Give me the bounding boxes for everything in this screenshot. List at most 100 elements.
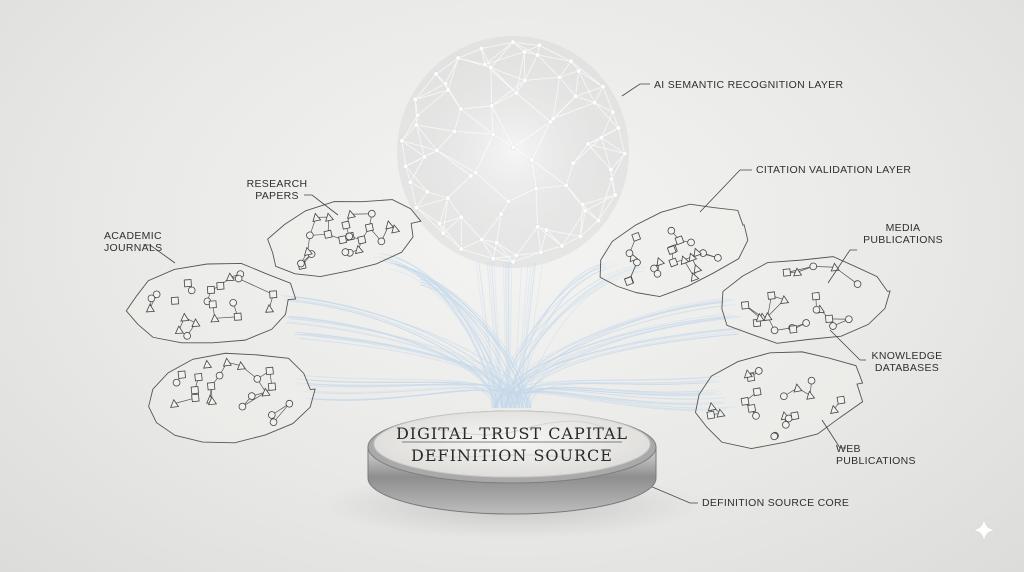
cluster-node bbox=[183, 279, 192, 288]
sphere-node bbox=[490, 131, 496, 138]
cluster-node bbox=[830, 404, 840, 414]
cluster-node bbox=[170, 398, 180, 408]
cluster-node bbox=[829, 322, 837, 330]
cluster-node bbox=[304, 246, 313, 257]
sphere-node bbox=[433, 71, 439, 77]
cluster-node bbox=[809, 262, 818, 271]
cluster-node bbox=[172, 378, 181, 387]
sphere-node bbox=[510, 39, 516, 45]
sphere-node bbox=[436, 220, 443, 227]
cluster-node bbox=[631, 231, 642, 242]
cluster-node bbox=[368, 209, 376, 218]
sphere-node bbox=[434, 147, 440, 154]
cluster-node bbox=[752, 387, 762, 397]
sphere-node bbox=[414, 112, 421, 119]
sphere-node bbox=[442, 80, 449, 87]
sphere-node bbox=[580, 201, 586, 208]
cluster-node bbox=[782, 268, 792, 277]
cluster-node bbox=[265, 366, 274, 376]
label-ai-semantic-recognition-layer: AI SEMANTIC RECOGNITION LAYER bbox=[654, 79, 844, 91]
sphere-node bbox=[608, 176, 615, 182]
sphere-node bbox=[570, 160, 576, 166]
cluster-knowledge-databases bbox=[694, 351, 864, 450]
cluster-node bbox=[667, 226, 676, 235]
data-streams bbox=[280, 253, 746, 412]
sphere-node bbox=[568, 58, 574, 64]
sphere-node bbox=[451, 128, 458, 134]
label-media-publications: MEDIA PUBLICATIONS bbox=[863, 222, 943, 246]
sphere-node bbox=[468, 173, 474, 179]
cluster-node bbox=[754, 367, 763, 375]
cluster-node bbox=[180, 312, 190, 322]
sphere-node bbox=[529, 157, 535, 163]
ai-sphere bbox=[397, 36, 629, 268]
cluster-node bbox=[229, 298, 237, 307]
cluster-node bbox=[261, 387, 271, 397]
cluster-node bbox=[190, 385, 200, 395]
cluster-node bbox=[238, 402, 247, 411]
cluster-node bbox=[269, 418, 278, 427]
cluster-node bbox=[706, 410, 716, 420]
label-citation-validation-layer: CITATION VALIDATION LAYER bbox=[756, 164, 912, 176]
sphere-node bbox=[413, 205, 420, 211]
sphere-node bbox=[455, 55, 461, 61]
cluster-node bbox=[152, 290, 161, 299]
sphere-node bbox=[458, 214, 464, 220]
sphere-node bbox=[543, 227, 550, 233]
sphere-node bbox=[612, 192, 618, 198]
sphere-node bbox=[610, 109, 616, 115]
sphere-node bbox=[490, 255, 496, 262]
sphere-node bbox=[505, 198, 511, 204]
cluster-node bbox=[802, 319, 810, 327]
cluster-node bbox=[325, 212, 335, 222]
cluster-node bbox=[147, 294, 156, 303]
sphere-node bbox=[556, 74, 563, 80]
cluster-node bbox=[174, 325, 184, 335]
sphere-node bbox=[608, 166, 614, 173]
cluster-node bbox=[225, 272, 235, 282]
pedestal bbox=[322, 410, 702, 539]
cluster-node bbox=[811, 292, 821, 301]
sphere-node bbox=[582, 208, 588, 214]
cluster-node bbox=[763, 311, 773, 321]
sphere-node bbox=[510, 259, 516, 265]
cluster-node bbox=[297, 259, 305, 268]
cluster-node bbox=[216, 281, 225, 290]
cluster-node bbox=[264, 303, 275, 313]
sphere-node bbox=[399, 138, 405, 144]
cluster-node bbox=[236, 361, 246, 371]
sphere-node bbox=[536, 42, 543, 49]
leader-lines bbox=[143, 83, 866, 504]
cluster-node bbox=[747, 403, 757, 413]
cluster-node bbox=[853, 280, 862, 288]
cluster-node bbox=[668, 257, 679, 268]
sphere-node bbox=[615, 125, 622, 131]
sphere-node bbox=[521, 49, 528, 55]
sphere-node bbox=[595, 217, 602, 224]
cluster-node bbox=[194, 373, 203, 382]
cluster-node bbox=[656, 256, 666, 267]
label-definition-source-core: DEFINITION SOURCE CORE bbox=[702, 497, 850, 509]
sphere-node bbox=[559, 243, 565, 249]
sphere-node bbox=[577, 233, 583, 239]
label-web-publications: WEB PUBLICATIONS bbox=[836, 443, 916, 467]
cluster-node bbox=[312, 212, 322, 222]
cluster-node bbox=[674, 235, 685, 246]
pedestal-title-line-1: DIGITAL TRUST CAPITAL bbox=[395, 424, 629, 443]
cluster-node bbox=[391, 224, 401, 234]
sphere-node bbox=[600, 84, 606, 90]
cluster-node bbox=[306, 231, 314, 240]
sphere-node bbox=[513, 90, 520, 96]
cluster-node bbox=[206, 381, 216, 391]
sphere-node bbox=[585, 141, 591, 147]
sphere-node bbox=[440, 230, 446, 236]
sphere-node bbox=[473, 170, 479, 176]
cluster-node bbox=[688, 252, 698, 263]
cluster-node bbox=[357, 235, 367, 245]
label-knowledge-databases: KNOWLEDGE DATABASES bbox=[871, 350, 943, 374]
cluster-node bbox=[806, 390, 816, 400]
cluster-node bbox=[755, 312, 765, 322]
cluster-node bbox=[364, 222, 374, 233]
sphere-node bbox=[403, 163, 409, 169]
